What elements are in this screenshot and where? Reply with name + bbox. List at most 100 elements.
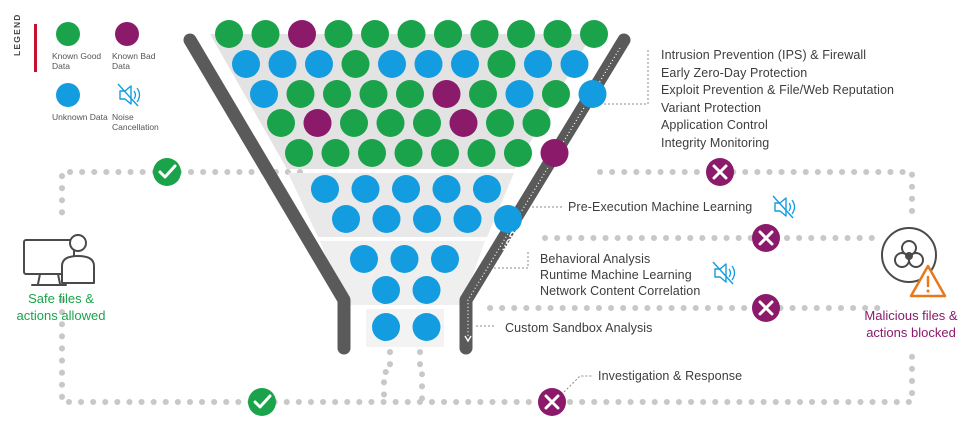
known-good-circle: [321, 139, 350, 167]
known-good-circle: [324, 20, 353, 48]
stage1-item: Early Zero-Day Protection: [661, 65, 808, 80]
telemetry-arrowhead: [464, 335, 472, 343]
known-good-circle: [251, 20, 280, 48]
known-good-circle: [580, 20, 608, 48]
stage1-item: Integrity Monitoring: [661, 135, 770, 150]
unknown-circle: [305, 50, 333, 78]
unknown-circle: [311, 175, 339, 203]
stage1-item: Exploit Prevention & File/Web Reputation: [661, 83, 895, 97]
investigation-label: Investigation & Response: [598, 369, 743, 383]
known-good-circle: [434, 20, 462, 48]
known-good-circle: [396, 80, 424, 108]
legend-known-good-label: Known Good Data: [52, 51, 102, 71]
legend: [34, 22, 141, 107]
safe-outcome-label: Safe files & actions allowed: [2, 290, 120, 324]
known-good-circle: [413, 109, 441, 137]
known-bad-circle: [449, 109, 478, 137]
stage3-item: Behavioral Analysis: [540, 252, 651, 266]
known-good-circle: [267, 109, 295, 137]
investigation-leader: [563, 375, 592, 393]
unknown-circle: [372, 276, 400, 304]
known-good-circle: [486, 109, 514, 137]
unknown-circle: [350, 245, 378, 273]
unknown-circle: [378, 50, 406, 78]
known-good-circle: [394, 139, 423, 167]
legend-noise-label: Noise Cancellation: [112, 112, 159, 132]
unknown-circle: [560, 50, 589, 78]
unknown-circle: [250, 80, 278, 108]
known-bad-circle: [432, 80, 461, 108]
malicious-outcome-label: Malicious files & actions blocked: [850, 307, 972, 341]
unknown-circle: [473, 175, 501, 203]
x-icon: [752, 224, 780, 252]
known-bad-circle: [303, 109, 332, 137]
unknown-circle: [268, 50, 297, 78]
stage1-item: Intrusion Prevention (IPS) & Firewall: [661, 48, 867, 62]
sandbox-down-right: [417, 349, 425, 405]
unknown-circle: [451, 50, 479, 78]
known-good-circle: [285, 139, 313, 167]
x-icon: [752, 294, 780, 322]
known-good-circle: [376, 109, 405, 137]
unknown-circle: [232, 50, 260, 78]
safe-outcome-line: actions allowed: [16, 308, 106, 323]
x-icon: [538, 388, 566, 416]
unknown-circle: [412, 276, 441, 304]
unknown-circle: [578, 80, 607, 108]
known-good-circle: [397, 20, 426, 48]
x-icon: [706, 158, 734, 186]
telemetry-arrow: [464, 47, 621, 343]
unknown-circle: [432, 175, 461, 203]
stage1-item: Application Control: [661, 118, 768, 132]
biohazard-icon: [881, 227, 937, 283]
legend-accent-bar: [34, 24, 37, 72]
safe-outcome-line: Safe files &: [28, 291, 94, 306]
stage4-label: Custom Sandbox Analysis: [505, 321, 653, 335]
unknown-circle: [392, 175, 420, 203]
known-good-circle: [487, 50, 516, 78]
known-good-circle: [542, 80, 570, 108]
legend-unknown-label: Unknown Data: [52, 112, 108, 122]
mute-icon: [772, 195, 796, 219]
stage3-item: Runtime Machine Learning: [540, 268, 692, 282]
known-bad-circle: [288, 20, 316, 48]
unknown-circle: [431, 245, 459, 273]
unknown-circle: [524, 50, 552, 78]
known-good-circle: [470, 20, 499, 48]
stage3-list: Behavioral Analysis Runtime Machine Lear…: [540, 251, 700, 299]
unknown-circle: [494, 205, 522, 233]
computer-user-icon: [23, 234, 95, 286]
unknown-circle: [505, 80, 534, 108]
known-good-circle: [341, 50, 370, 78]
known-good-circle: [358, 139, 386, 167]
stage1-list: Intrusion Prevention (IPS) & Firewall Ea…: [661, 47, 894, 152]
mute-icon: [712, 261, 736, 285]
stage3-item: Network Content Correlation: [540, 284, 701, 298]
unknown-circle: [414, 50, 443, 78]
warning-icon: [909, 264, 947, 298]
legend-title: LEGEND: [12, 13, 22, 56]
funnel-rails: [183, 33, 631, 355]
unknown-circle: [332, 205, 360, 233]
unknown-circle: [372, 205, 401, 233]
legend-mute-icon: [117, 83, 141, 107]
leader-lines: [476, 50, 649, 393]
malicious-outcome-line: Malicious files &: [864, 308, 958, 323]
safe-flow-bottom: [59, 297, 543, 405]
check-icon: [248, 388, 276, 416]
unknown-circle: [372, 313, 400, 341]
known-good-circle: [215, 20, 243, 48]
funnel-rail-right: [459, 33, 631, 355]
known-good-circle: [507, 20, 535, 48]
sandbox-down-left: [381, 349, 393, 405]
legend-known-bad-swatch: [115, 22, 139, 46]
known-good-circle: [361, 20, 389, 48]
check-icon: [153, 158, 181, 186]
known-good-circle: [323, 80, 351, 108]
stage2-label: Pre-Execution Machine Learning: [568, 200, 753, 214]
known-good-circle: [340, 109, 368, 137]
legend-known-good-swatch: [56, 22, 80, 46]
stage1-leader: [600, 50, 649, 105]
